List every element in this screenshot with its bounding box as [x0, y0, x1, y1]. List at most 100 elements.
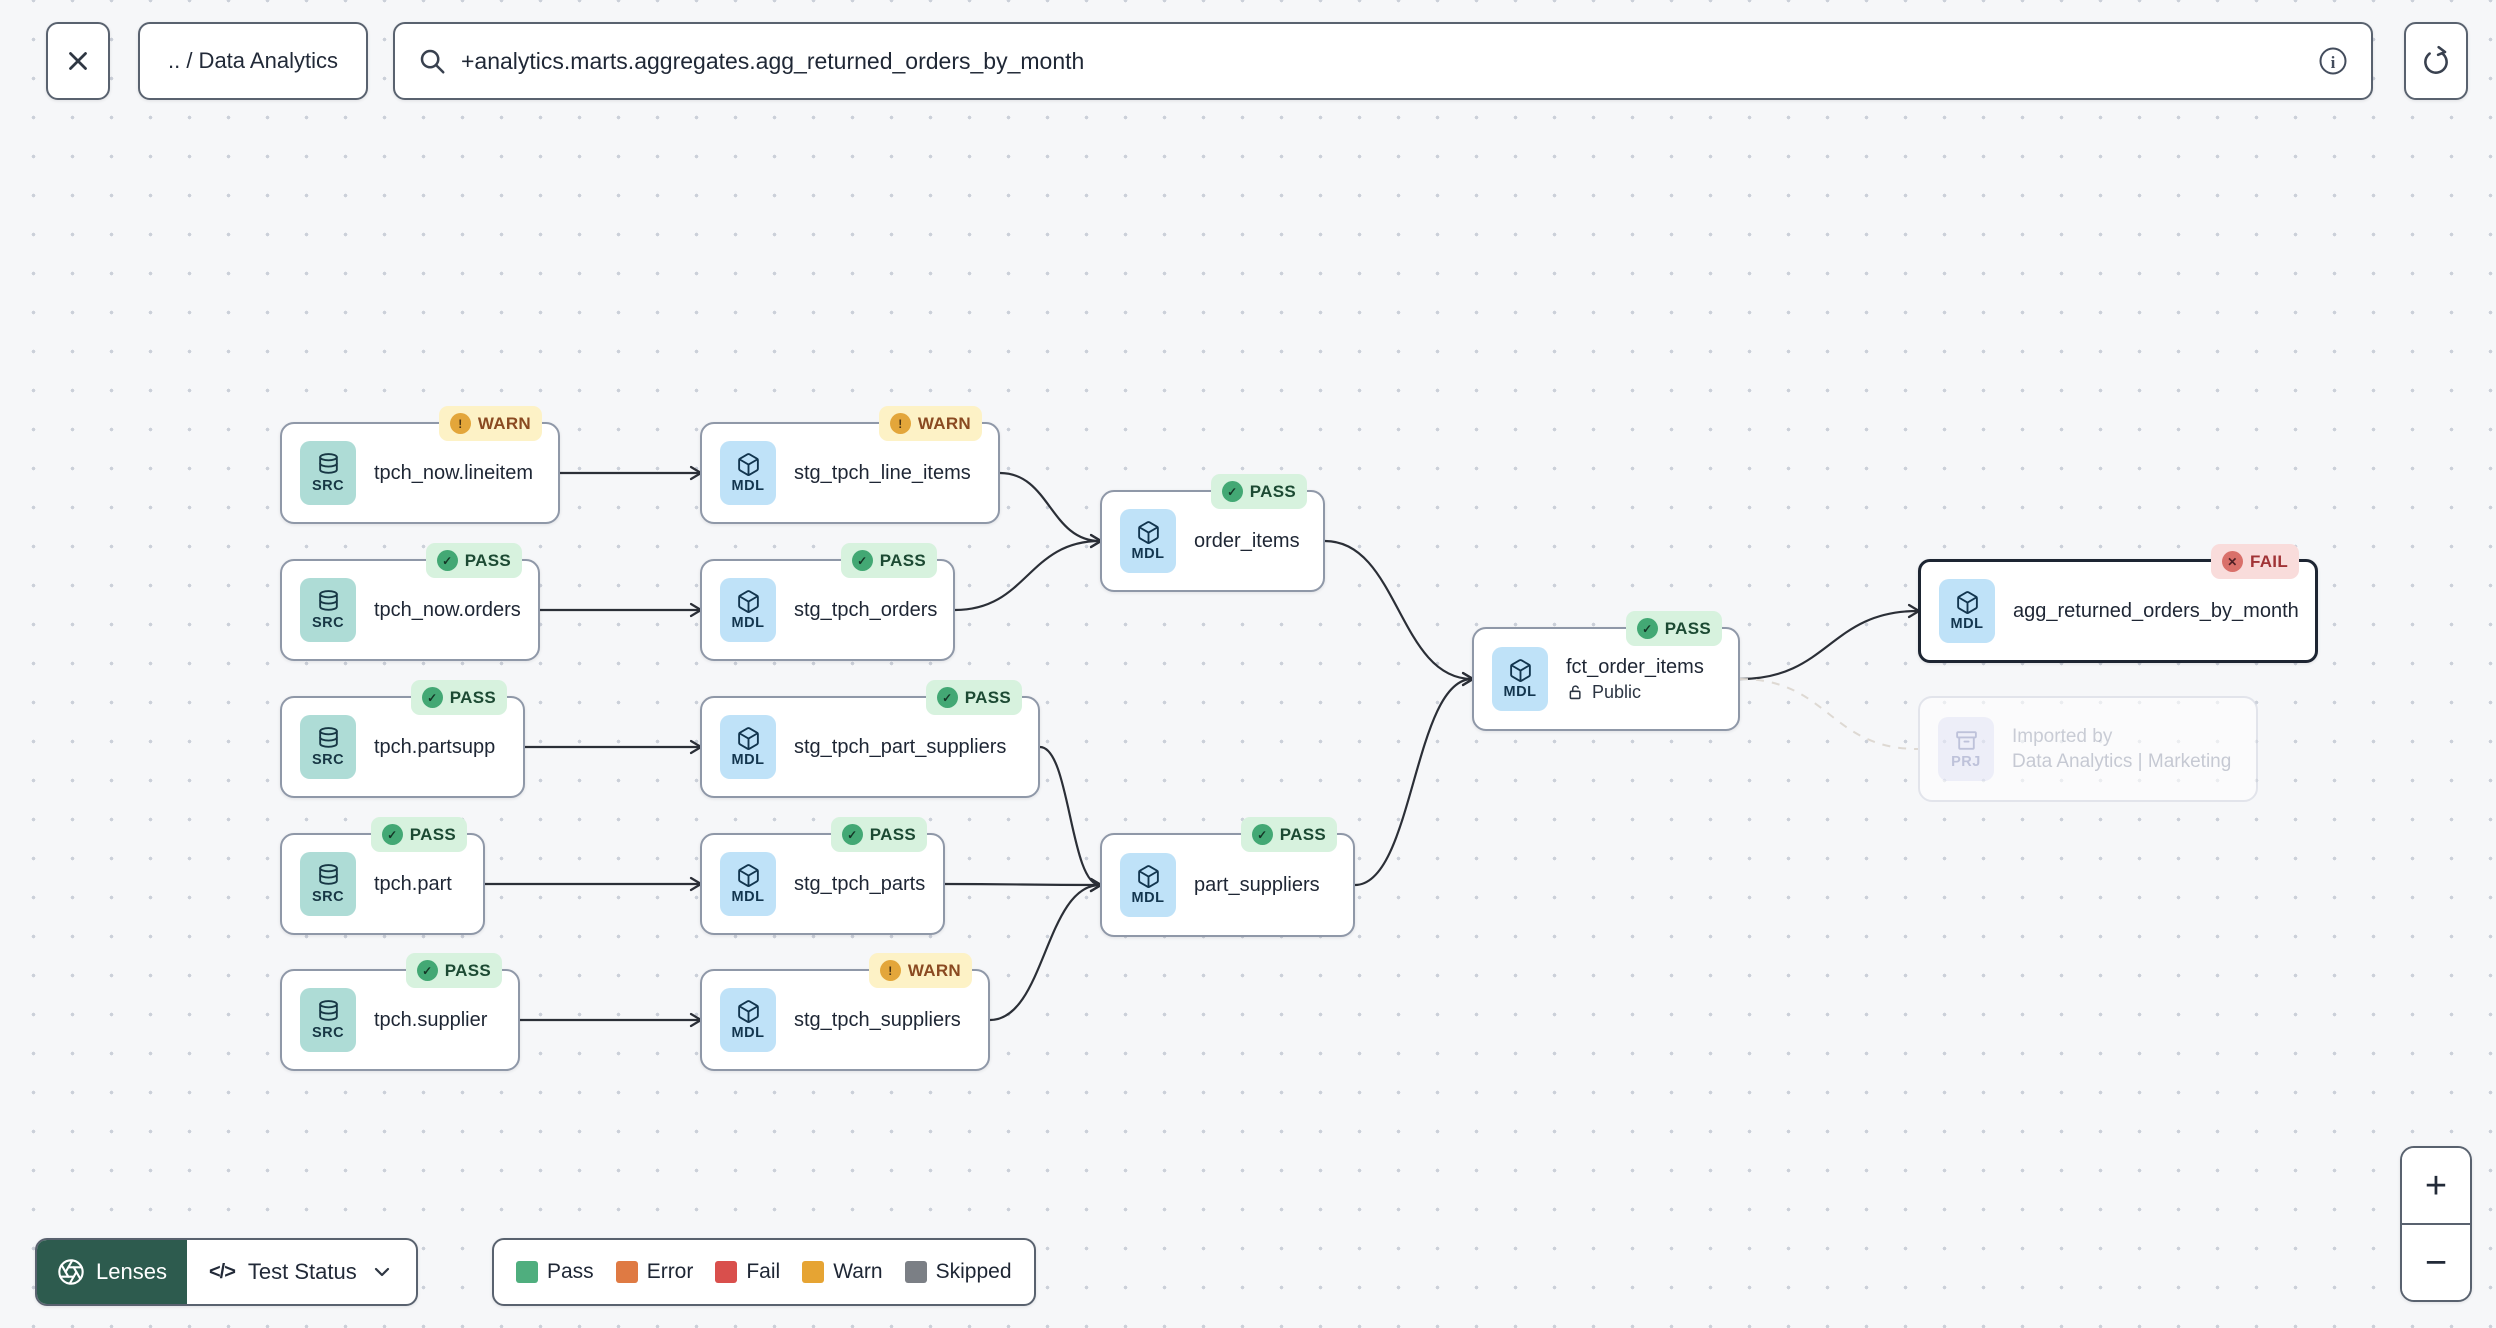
- node-title: part_suppliers: [1194, 873, 1320, 896]
- pass-status-icon: ✓: [381, 824, 403, 845]
- lens-control-group: Lenses </> Test Status: [35, 1238, 418, 1306]
- node-type-label: MDL: [1131, 890, 1165, 906]
- status-badge: !WARN: [878, 406, 982, 441]
- zoom-in-button[interactable]: +: [2402, 1148, 2470, 1223]
- lineage-edge: [989, 877, 1103, 1022]
- zoom-out-button[interactable]: −: [2402, 1225, 2470, 1300]
- legend-item-error: Error: [615, 1260, 694, 1284]
- info-icon[interactable]: i: [2317, 45, 2349, 77]
- status-badge-label: PASS: [409, 824, 456, 844]
- status-badge-label: FAIL: [2249, 551, 2288, 571]
- lineage-edge: [999, 471, 1103, 549]
- legend-label: Error: [646, 1260, 694, 1283]
- refresh-icon: [2419, 44, 2453, 78]
- status-badge: ✓ PASS: [840, 543, 937, 578]
- legend-swatch: [615, 1261, 638, 1283]
- node-title: tpch.part: [374, 872, 452, 895]
- close-icon: [63, 46, 93, 76]
- legend-label: Warn: [833, 1260, 883, 1283]
- zoom-divider: [2402, 1223, 2470, 1225]
- node-type-tile: MDL: [720, 852, 776, 916]
- node-type-label: MDL: [731, 889, 765, 905]
- database-icon: [316, 999, 341, 1024]
- lenses-label: Lenses: [96, 1259, 167, 1284]
- legend-swatch: [904, 1261, 927, 1283]
- status-badge-label: PASS: [1279, 824, 1326, 844]
- search-input[interactable]: [461, 47, 2303, 75]
- node-type-label: SRC: [311, 478, 345, 494]
- lineage-edge: [954, 533, 1103, 612]
- node-title: tpch_now.lineitem: [374, 461, 533, 484]
- cube-icon: [1136, 520, 1161, 545]
- refresh-button[interactable]: [2404, 22, 2468, 100]
- status-badge: ✓PASS: [405, 953, 502, 988]
- ghost-node-title: Imported by: [2012, 725, 2113, 747]
- node-title: tpch.partsupp: [374, 735, 496, 758]
- status-badge-label: PASS: [444, 960, 491, 980]
- node-type-tile: MDL: [720, 715, 776, 779]
- lens-selected-label: Test Status: [247, 1259, 357, 1284]
- status-badge: ✓PASS: [830, 817, 927, 852]
- legend-swatch: [715, 1261, 738, 1283]
- node-type-label: SRC: [311, 752, 345, 768]
- node-type-label: MDL: [731, 615, 765, 631]
- breadcrumb-label: .. / Data Analytics: [168, 48, 338, 73]
- status-badge-label: PASS: [869, 824, 916, 844]
- node-type-tile: PRJ: [1938, 717, 1994, 781]
- close-button[interactable]: [46, 22, 110, 100]
- database-icon: [316, 589, 341, 614]
- graph-node-part_suppliers[interactable]: ✓PASS MDL part_suppliers: [1100, 817, 1355, 937]
- graph-node-tpch_now_lineitem[interactable]: !WARN SRC tpch_now.lineitem: [280, 406, 560, 524]
- lineage-edge: [1739, 678, 1919, 750]
- lineage-edge: [1039, 745, 1103, 893]
- pass-status-icon: ✓: [421, 687, 443, 708]
- node-type-tile: MDL: [1939, 579, 1995, 643]
- pass-status-icon: ✓: [851, 550, 873, 571]
- status-badge-label: WARN: [907, 960, 961, 980]
- status-badge: ✓PASS: [1240, 817, 1337, 852]
- legend-label: Fail: [746, 1260, 781, 1283]
- legend-item-skipped: Skipped: [904, 1260, 1012, 1284]
- lenses-button[interactable]: Lenses: [37, 1240, 187, 1304]
- graph-node-stg_tpch_parts[interactable]: ✓PASS MDL stg_tpch_parts: [700, 817, 945, 935]
- database-icon: [316, 452, 341, 477]
- status-badge-label: PASS: [464, 550, 511, 570]
- status-badge-label: PASS: [879, 550, 926, 570]
- status-badge: !WARN: [868, 953, 972, 988]
- node-title: stg_tpch_parts: [794, 872, 926, 895]
- status-badge-label: PASS: [964, 687, 1011, 707]
- node-title: stg_tpch_part_suppliers: [794, 735, 1007, 758]
- lens-selector-dropdown[interactable]: </> Test Status: [187, 1240, 416, 1304]
- unlock-icon: [1566, 683, 1585, 702]
- breadcrumb[interactable]: .. / Data Analytics: [138, 22, 368, 100]
- node-type-tile: MDL: [720, 988, 776, 1052]
- code-icon: </>: [208, 1260, 236, 1283]
- node-type-label: MDL: [731, 752, 765, 768]
- node-type-tile: MDL: [720, 441, 776, 505]
- node-type-tile: MDL: [1120, 509, 1176, 573]
- node-type-tile: MDL: [1492, 647, 1548, 711]
- fail-status-icon: ✕: [2221, 551, 2243, 572]
- graph-node-stg_tpch_suppliers[interactable]: !WARN MDL stg_tpch_suppliers: [700, 953, 990, 1071]
- node-title: stg_tpch_suppliers: [794, 1008, 961, 1031]
- node-title: tpch.supplier: [374, 1008, 488, 1031]
- status-badge: !WARN: [438, 406, 542, 441]
- lineage-edge: [1324, 539, 1475, 687]
- status-badge: ✓ PASS: [370, 817, 467, 852]
- node-type-label: MDL: [731, 1025, 765, 1041]
- cube-icon: [1955, 590, 1980, 615]
